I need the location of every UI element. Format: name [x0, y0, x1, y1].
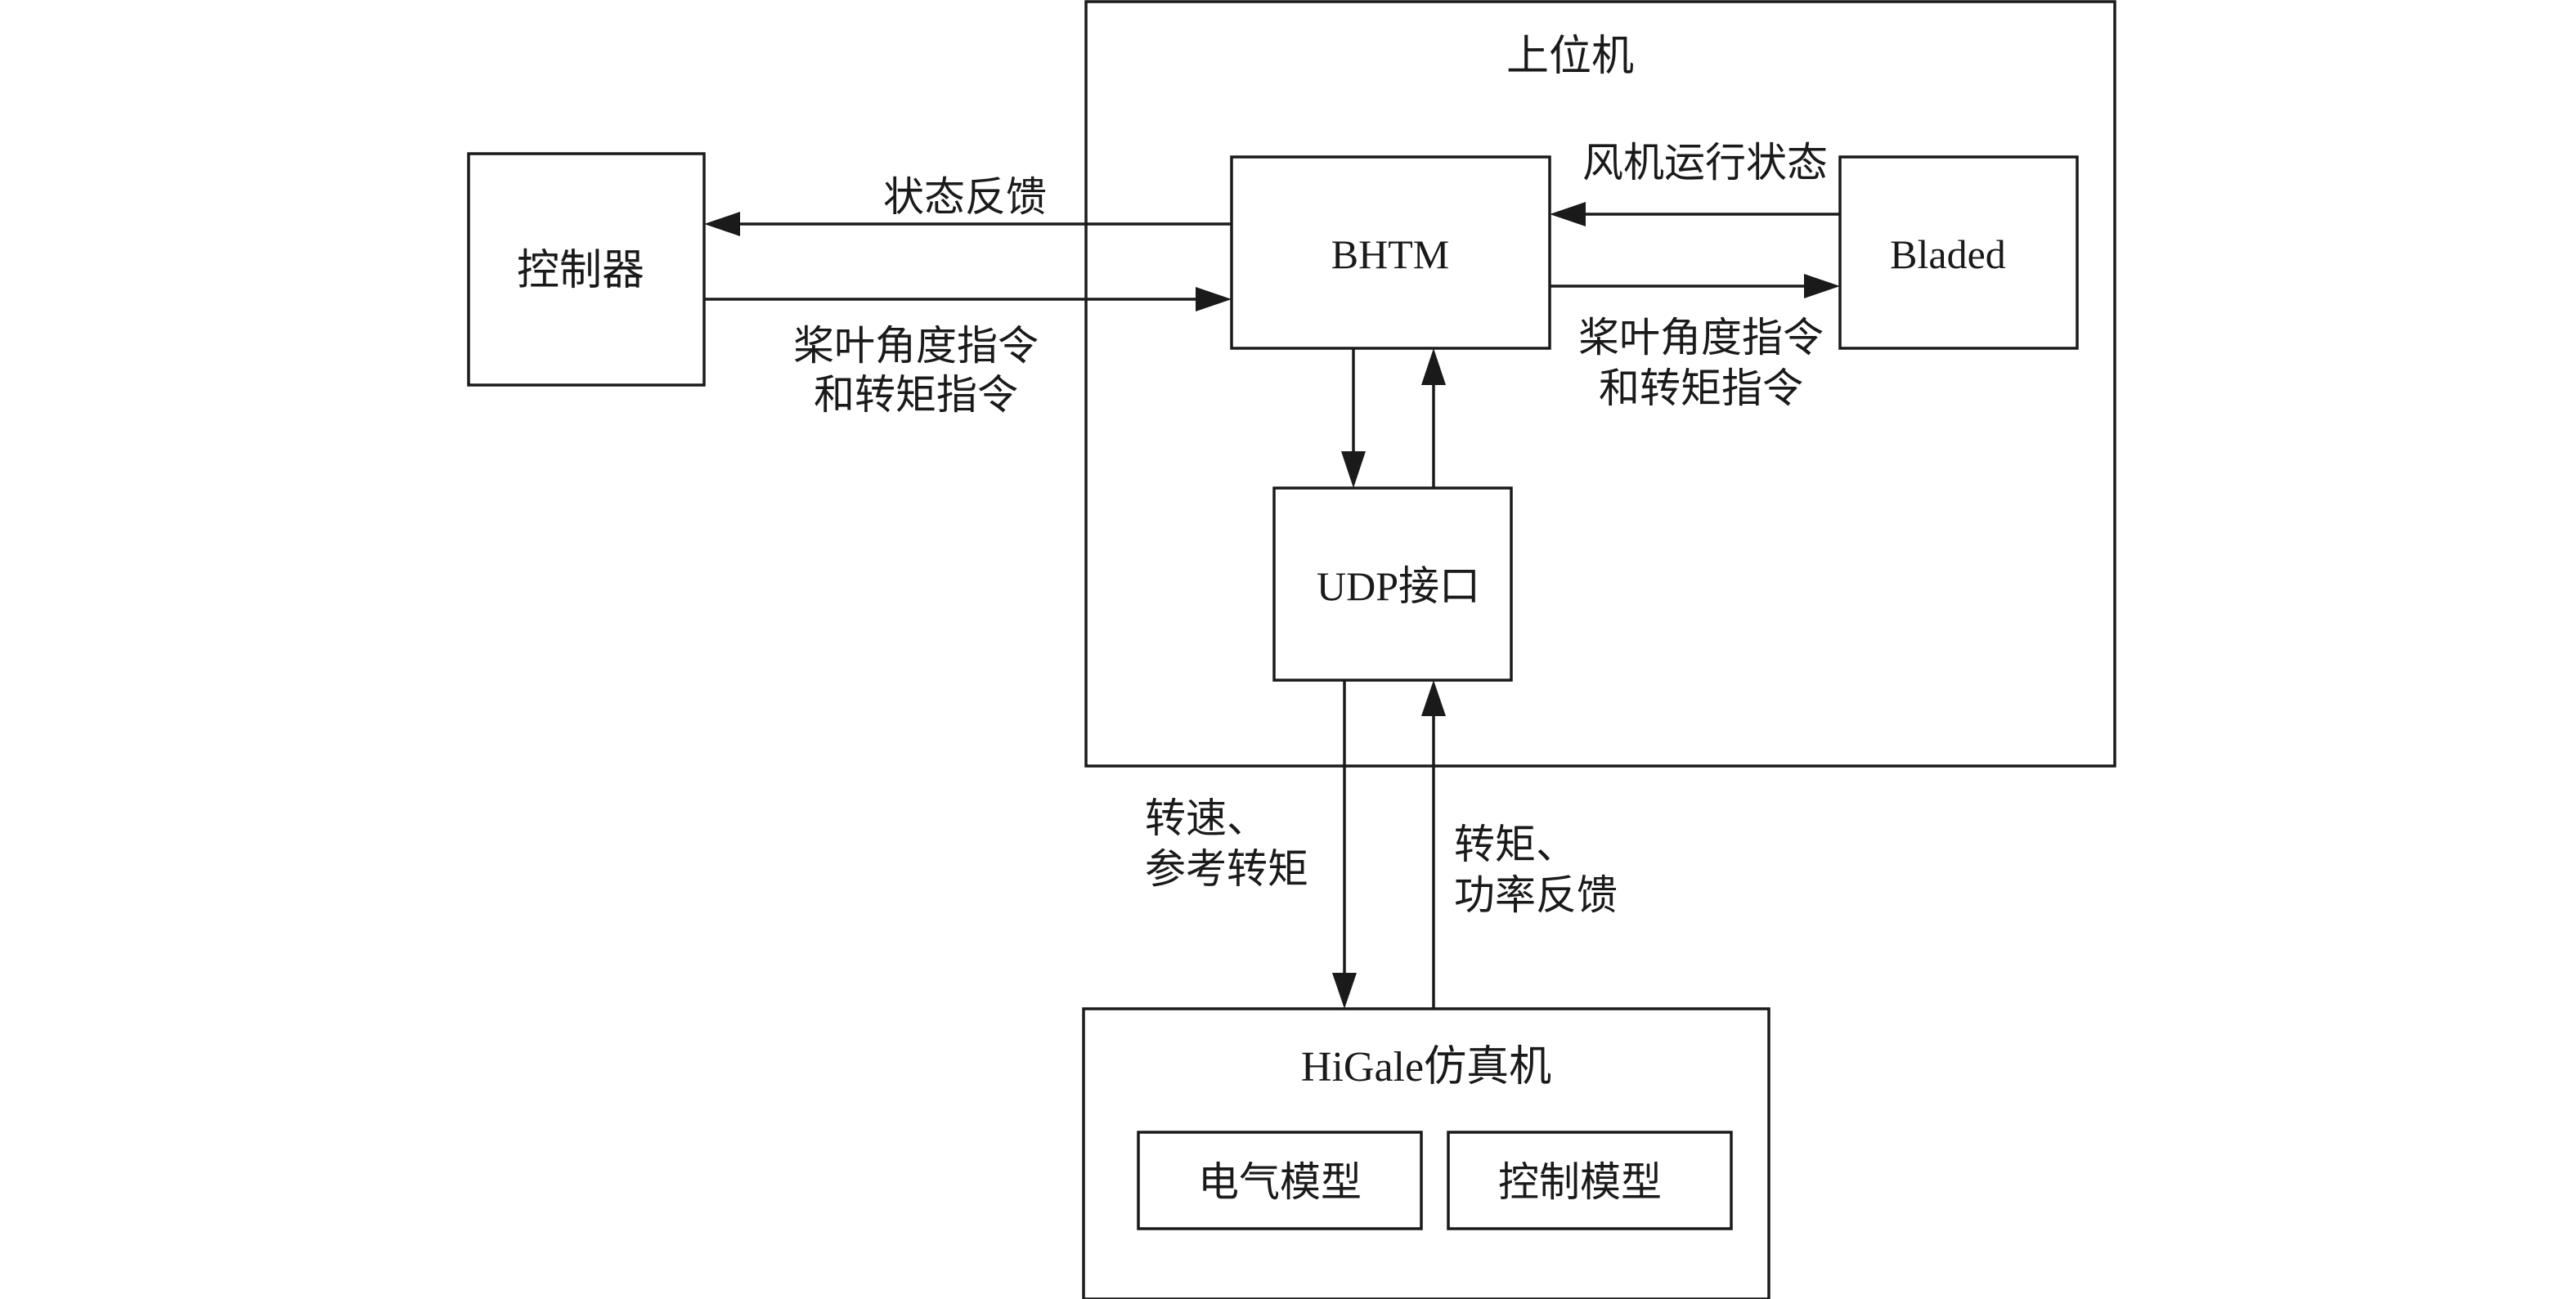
host-pc-box: [1084, 0, 2116, 768]
bladed-label: Bladed: [1890, 231, 2006, 277]
pitch-cmd-left-line1: 桨叶角度指令: [793, 323, 1039, 369]
edge-bhtm-to-udp: [1341, 348, 1366, 488]
edge-pitch-torque-cmd-right: 桨叶角度指令 和转矩指令: [1550, 274, 1840, 411]
bhtm-label: BHTM: [1331, 231, 1449, 277]
arrowhead-icon: [1196, 287, 1232, 311]
torque-power-line1: 转矩、: [1454, 822, 1577, 867]
controller-label: 控制器: [517, 248, 644, 294]
host-pc-label: 上位机: [1506, 34, 1634, 80]
higale-node: HiGale仿真机 电气模型 控制模型: [1082, 1007, 1770, 1299]
electrical-model-box: [1137, 1131, 1423, 1230]
arrowhead-icon: [1341, 451, 1366, 488]
pitch-cmd-left-line2: 和转矩指令: [814, 372, 1018, 418]
control-model-box: [1447, 1131, 1733, 1230]
control-model-label: 控制模型: [1498, 1159, 1662, 1205]
edge-udp-to-bhtm: [1421, 348, 1446, 488]
controller-box: [467, 152, 706, 387]
speed-ref-line1: 转速、: [1145, 795, 1268, 841]
edge-turbine-state: 风机运行状态: [1550, 140, 1840, 226]
udp-node: UDP接口: [1272, 486, 1513, 682]
electrical-model-label: 电气模型: [1198, 1159, 1362, 1205]
status-feedback-label: 状态反馈: [883, 174, 1047, 220]
bladed-node: Bladed: [1838, 155, 2079, 350]
higale-box: [1082, 1007, 1770, 1299]
pitch-cmd-right-line2: 和转矩指令: [1599, 365, 1803, 411]
arrowhead-icon: [1550, 202, 1586, 226]
udp-label: UDP接口: [1317, 563, 1480, 609]
pitch-cmd-right-line1: 桨叶角度指令: [1578, 315, 1824, 361]
arrowhead-icon: [704, 212, 740, 236]
udp-box: [1272, 486, 1513, 682]
bhtm-node: BHTM: [1230, 155, 1551, 350]
arrowhead-icon: [1421, 680, 1446, 716]
arrowhead-icon: [1332, 973, 1357, 1009]
bhtm-box: [1230, 155, 1551, 350]
higale-label: HiGale仿真机: [1301, 1044, 1551, 1091]
bladed-box: [1838, 155, 2079, 350]
edge-torque-power-feedback: 转矩、 功率反馈: [1421, 680, 1618, 1009]
edge-speed-ref-torque: 转速、 参考转矩: [1145, 680, 1357, 1009]
edge-pitch-torque-cmd-left: 桨叶角度指令 和转矩指令: [704, 287, 1232, 418]
speed-ref-line2: 参考转矩: [1145, 846, 1308, 892]
turbine-state-label: 风机运行状态: [1582, 140, 1828, 186]
controller-node: 控制器: [467, 152, 706, 387]
arrowhead-icon: [1421, 348, 1446, 385]
edge-status-feedback: 状态反馈: [704, 174, 1232, 236]
arrowhead-icon: [1804, 274, 1840, 298]
host-pc-node: 上位机: [1084, 0, 2116, 768]
torque-power-line2: 功率反馈: [1454, 872, 1618, 918]
